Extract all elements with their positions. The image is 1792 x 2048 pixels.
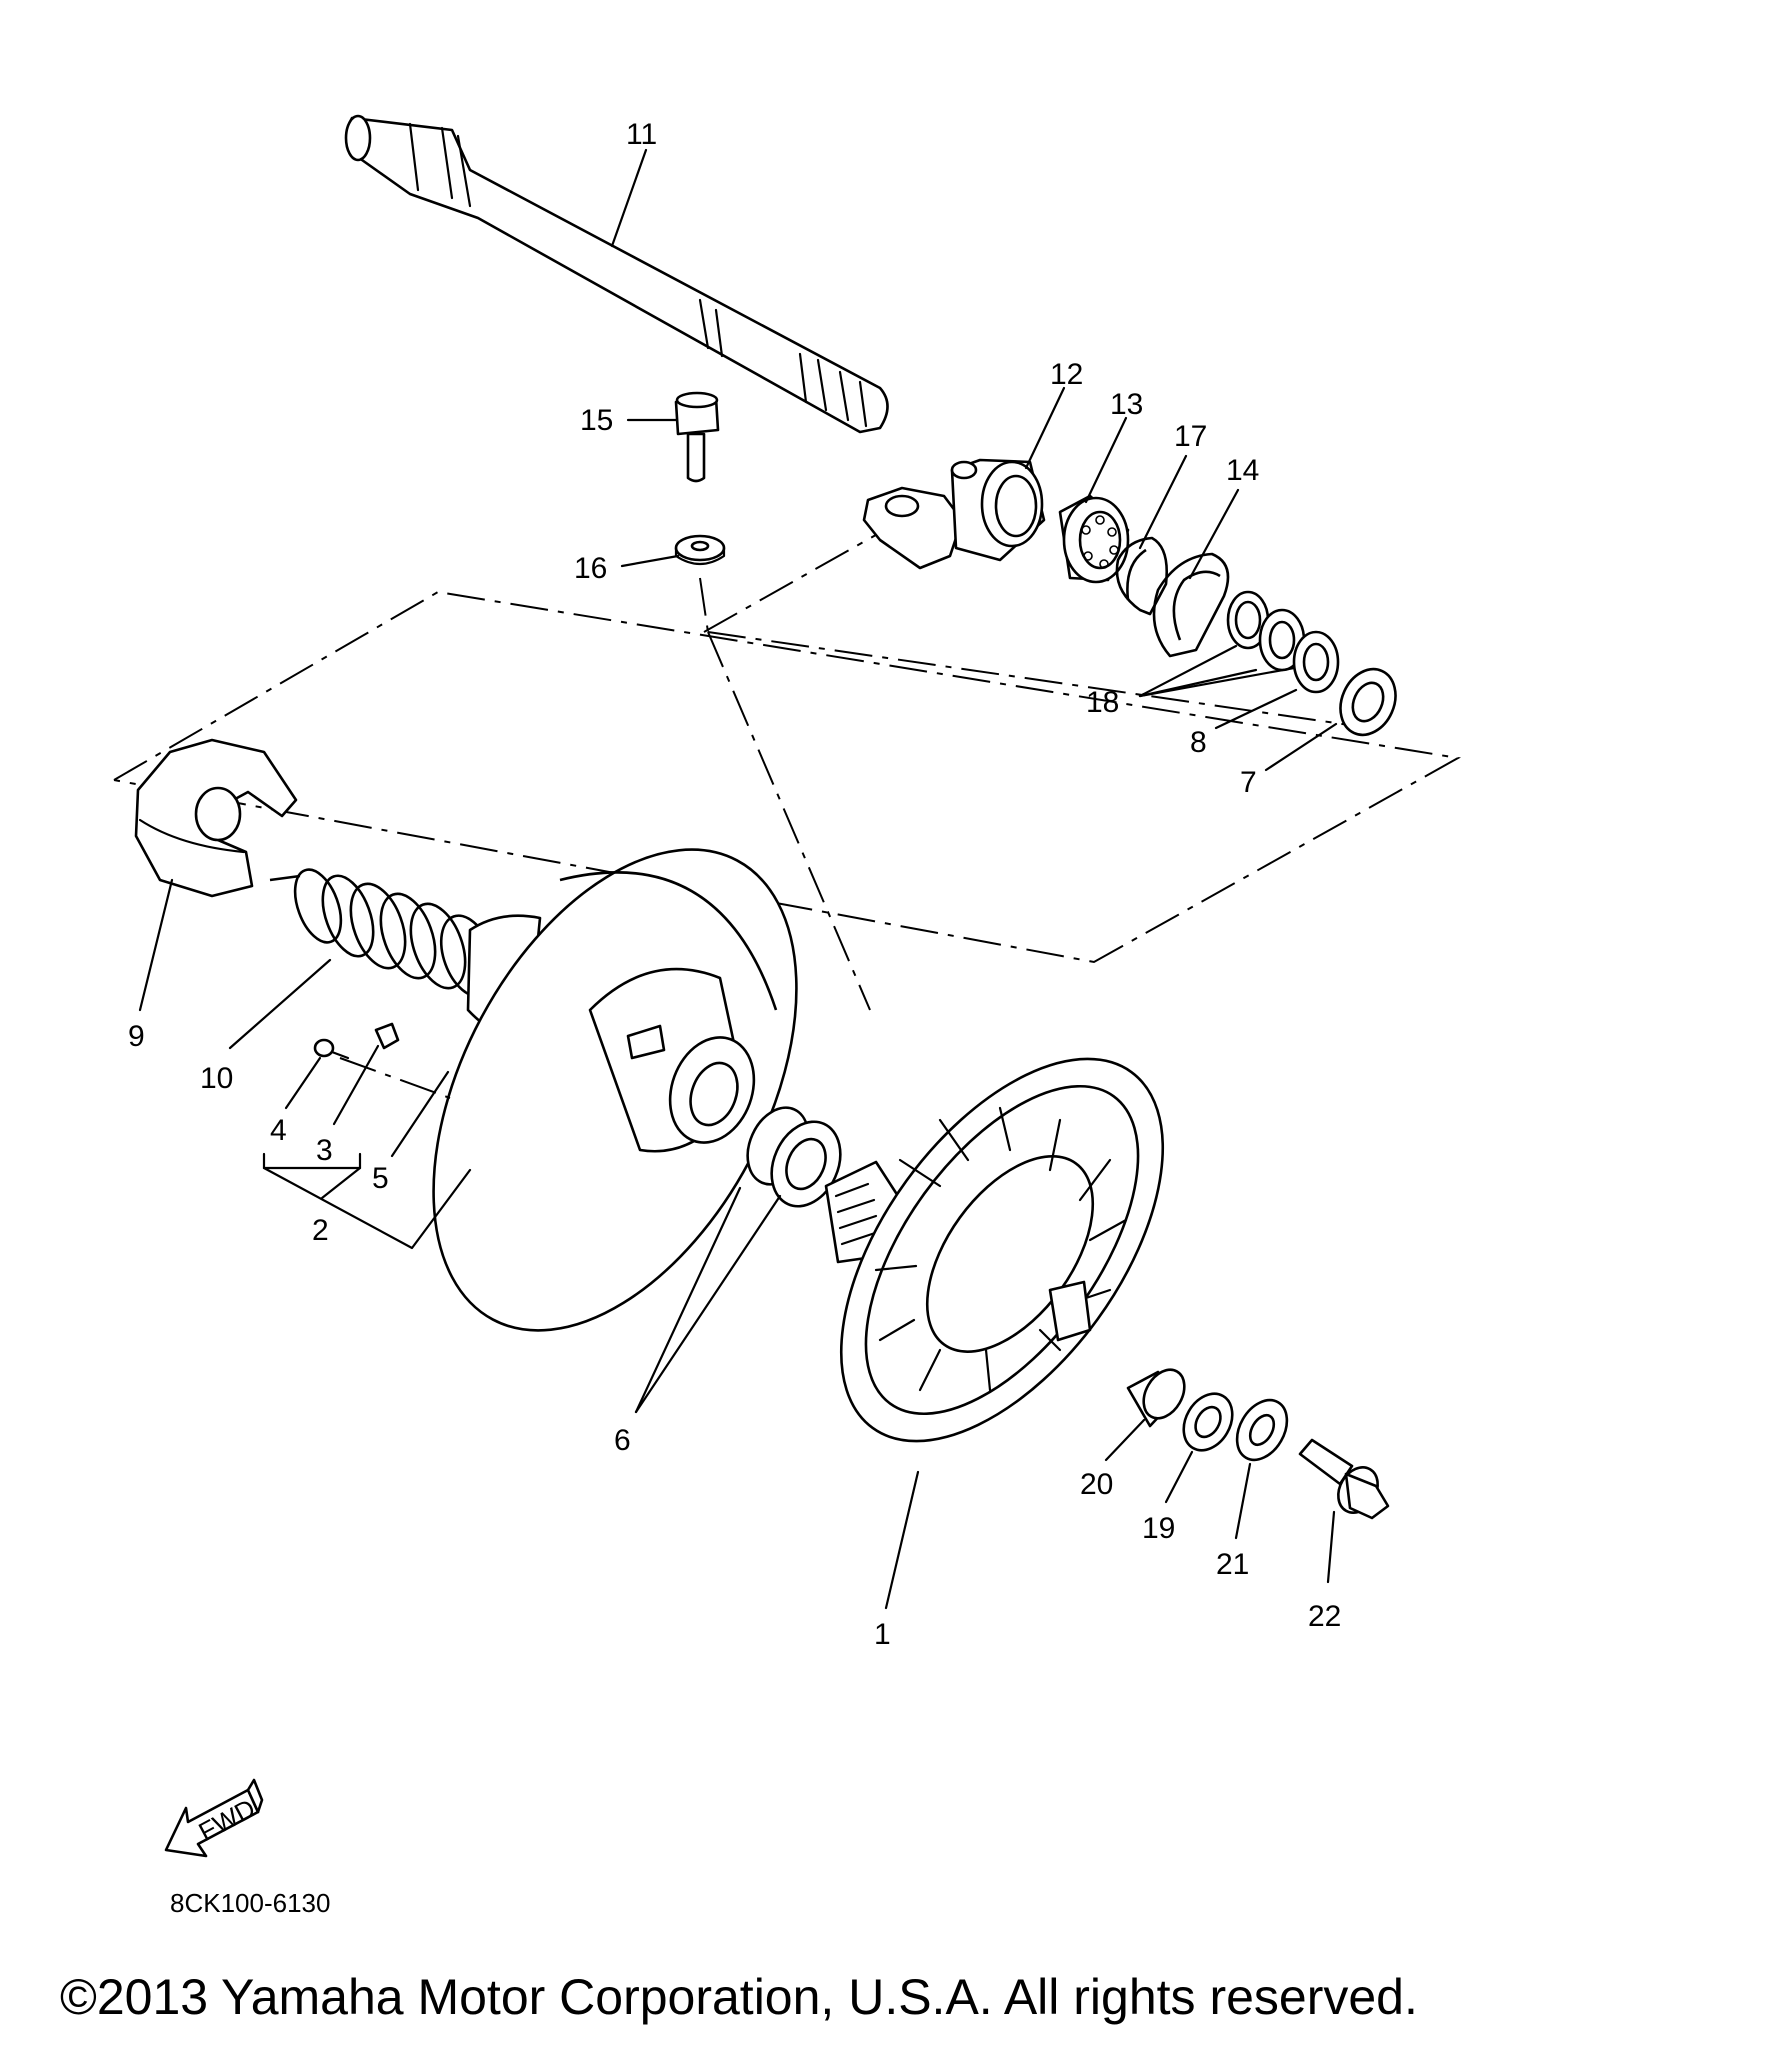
- part-label-1: 1: [874, 1618, 891, 1651]
- part-label-13: 13: [1110, 388, 1143, 421]
- part-labels: 11 12 13 17 14 15 16 18 8 7 9 10 4 3 5 2…: [128, 118, 1341, 1651]
- part-label-18: 18: [1086, 686, 1119, 719]
- circlip-17-part: [1115, 536, 1168, 616]
- part-label-19: 19: [1142, 1512, 1175, 1545]
- slider-3-part: [374, 1022, 400, 1050]
- part-label-14: 14: [1226, 454, 1259, 487]
- shims-18-part: [1226, 590, 1340, 694]
- fwd-arrow-icon: FWD: [164, 1778, 264, 1858]
- part-label-7: 7: [1240, 766, 1257, 799]
- collar-20-part: [1126, 1368, 1186, 1428]
- part-label-3: 3: [316, 1134, 333, 1167]
- part-label-21: 21: [1216, 1548, 1249, 1581]
- part-label-10: 10: [200, 1062, 233, 1095]
- sheave-2-part: [432, 848, 798, 1332]
- washer-19-part: [1182, 1392, 1234, 1452]
- shaft-part: [344, 114, 889, 434]
- part-label-9: 9: [128, 1020, 145, 1053]
- cam-9-part: [134, 738, 298, 898]
- part-label-5: 5: [372, 1162, 389, 1195]
- washer-16-part: [674, 534, 726, 566]
- bolt-15-part: [674, 391, 720, 483]
- washer-7-part: [1339, 667, 1397, 737]
- bearing-housing-part: [862, 458, 1046, 570]
- copyright-notice: ©2013 Yamaha Motor Corporation, U.S.A. A…: [60, 1969, 1418, 2025]
- part-label-6: 6: [614, 1424, 631, 1457]
- leader-lines: [138, 148, 1338, 1610]
- part-label-2: 2: [312, 1214, 329, 1247]
- bushings-6-part: [746, 1106, 842, 1208]
- part-label-12: 12: [1050, 358, 1083, 391]
- retaining-ring-14-part: [1152, 552, 1230, 658]
- part-label-20: 20: [1080, 1468, 1113, 1501]
- part-label-4: 4: [270, 1114, 287, 1147]
- part-label-22: 22: [1308, 1600, 1341, 1633]
- flange-bolt-22-part: [1298, 1438, 1390, 1520]
- part-label-15: 15: [580, 404, 613, 437]
- part-label-16: 16: [574, 552, 607, 585]
- assembly-outline: [113, 590, 1461, 1011]
- bearing-13-part: [1058, 494, 1130, 584]
- part-label-17: 17: [1174, 420, 1207, 453]
- part-label-8: 8: [1190, 726, 1207, 759]
- washer-21-part: [1235, 1398, 1289, 1462]
- part-label-11: 11: [626, 118, 657, 151]
- sheave-1-part: [824, 1057, 1165, 1443]
- drawing-code: 8CK100-6130: [170, 1888, 330, 1918]
- screw-4-part: [313, 1038, 350, 1060]
